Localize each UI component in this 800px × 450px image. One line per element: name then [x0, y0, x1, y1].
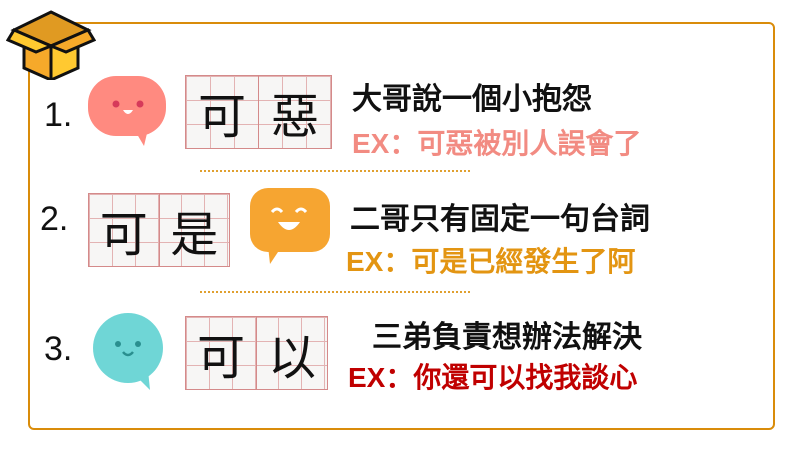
row-number: 1.: [44, 96, 73, 134]
character-grid: 可 惡: [185, 75, 332, 149]
character-grid: 可 以: [185, 316, 328, 390]
grid-character: 可: [89, 194, 160, 266]
row-title: 二哥只有固定一句台詞: [350, 203, 650, 236]
content-card: [28, 22, 775, 430]
grid-character: 惡: [270, 89, 319, 145]
orange-laugh-bubble-icon: [250, 188, 330, 264]
teal-smile-bubble-icon: [93, 313, 163, 390]
grid-character: 是: [170, 207, 219, 263]
row-title: 三弟負責想辦法解決: [372, 321, 642, 354]
row-example: EX：可惡被別人誤會了: [352, 128, 642, 159]
row-title: 大哥說一個小抱怨: [352, 83, 592, 116]
row-example: EX：可是已經發生了阿: [346, 246, 636, 277]
row-example: EX：你還可以找我談心: [348, 362, 638, 393]
grid-character: 可: [186, 76, 259, 148]
divider: [200, 170, 470, 172]
divider: [200, 291, 470, 293]
character-grid: 可 是: [88, 193, 230, 267]
row-number: 3.: [44, 330, 73, 368]
box-icon: [6, 10, 96, 80]
grid-character: 可: [186, 317, 257, 389]
grid-character: 以: [267, 330, 316, 386]
row-number: 2.: [40, 200, 69, 238]
pink-smile-bubble-icon: [88, 76, 166, 146]
